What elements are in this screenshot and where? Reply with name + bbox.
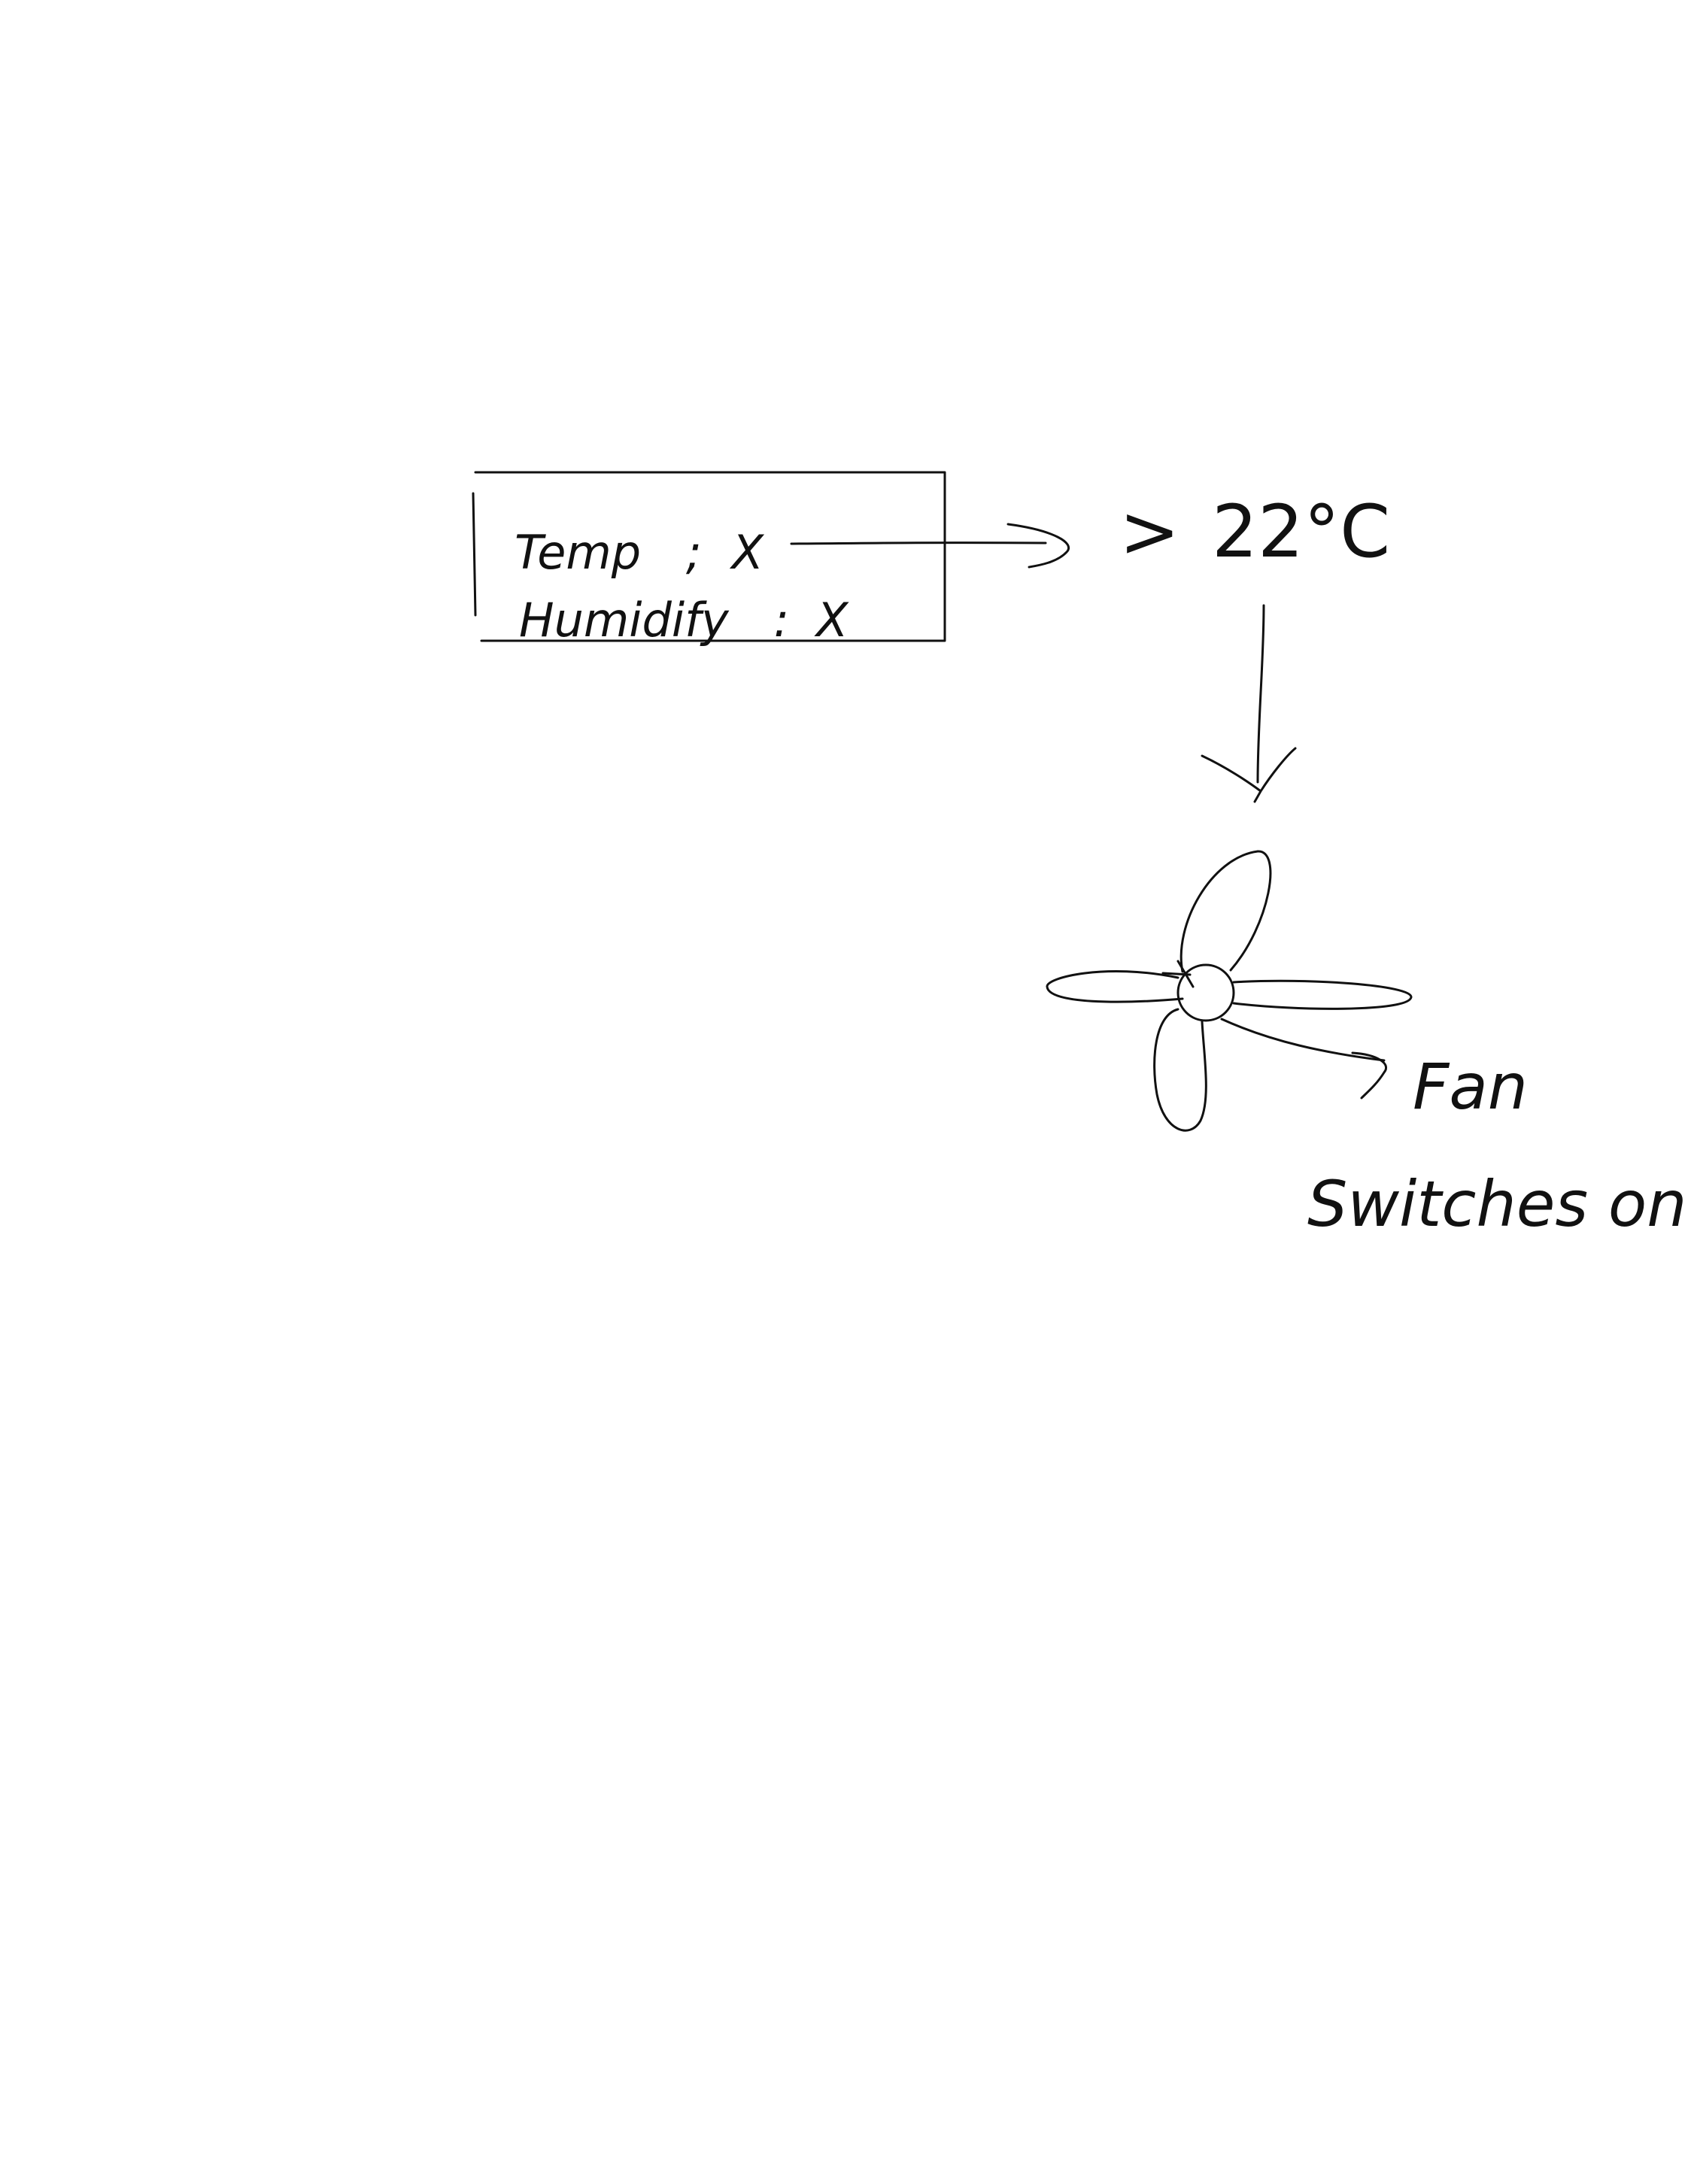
arrow-fan-to-label <box>1220 1018 1387 1100</box>
action-label-switches-on: Switches on <box>1307 1167 1687 1241</box>
fan-blade-left <box>1046 970 1184 1003</box>
arrow-line <box>790 541 1047 545</box>
humidity-value: X <box>814 593 849 648</box>
condition-value: 22°C <box>1212 490 1390 574</box>
arrow-line <box>1220 1018 1386 1062</box>
sensor-box: Temp ; X Humidify : X <box>472 471 946 648</box>
fan-blade-bottom <box>1153 1008 1207 1132</box>
arrow-temp-to-condition <box>790 523 1070 569</box>
svg-text:Temp ; X: Temp ; X <box>515 525 764 580</box>
arrow-head-icon <box>1351 1051 1387 1100</box>
fan-icon <box>1046 850 1413 1132</box>
arrow-line <box>1256 604 1265 784</box>
svg-text:Humidify : X: Humidify : X <box>519 593 849 648</box>
fan-blade-top <box>1179 850 1272 973</box>
fan-hub-mark <box>1161 960 1195 988</box>
temp-value: X <box>729 525 764 580</box>
fan-blade-right <box>1232 979 1413 1010</box>
temp-separator: ; <box>686 525 702 580</box>
arrow-head-icon <box>1006 523 1070 569</box>
humidity-label: Humidify <box>519 593 730 648</box>
fan-hub <box>1176 963 1235 1022</box>
arrow-head-icon <box>1201 747 1297 803</box>
condition-operator: > <box>1119 490 1179 574</box>
action-label-fan: Fan <box>1413 1050 1528 1124</box>
sensor-box-outline <box>474 471 946 642</box>
arrow-condition-to-fan <box>1201 604 1297 803</box>
sensor-box-left-edge <box>472 492 477 617</box>
temp-label: Temp <box>515 525 641 580</box>
svg-text:> 22°C: > 22°C <box>1119 490 1390 574</box>
humidity-separator: : <box>773 593 789 648</box>
